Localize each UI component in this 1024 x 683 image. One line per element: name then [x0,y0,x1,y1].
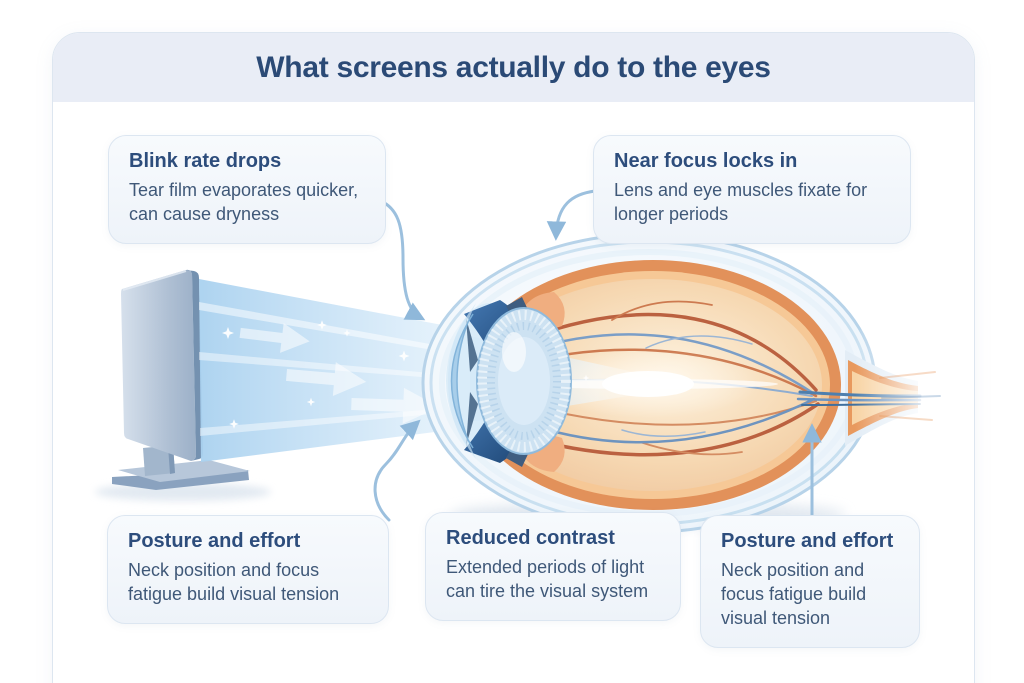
lens [476,307,572,455]
arrow-bottom-left-to-beam [373,419,421,522]
light-beam-icon [199,279,474,462]
callout-heading: Near focus locks in [614,150,798,172]
callout-reduced-contrast: Reduced contrast Extended periods of lig… [425,512,681,621]
eye-cross-section-icon [421,232,877,534]
callout-body: Lens and eye muscles fixate for longer p… [614,180,868,224]
callout-body: Tear film evaporates quicker, can cause … [129,180,359,224]
computer-monitor-icon [112,269,250,490]
cornea [446,303,476,459]
callout-body: Neck position and focus fatigue build vi… [721,560,867,628]
callout-heading: Posture and effort [721,530,894,552]
page-title: What screens actually do to the eyes [256,50,771,84]
arrow-top-right-to-eye [546,189,597,241]
connector-arrows [373,189,822,522]
callout-posture-left: Posture and effort Neck position and foc… [107,515,389,624]
callout-posture-right: Posture and effort Neck position and foc… [700,515,920,648]
optic-nerve-icon [796,330,950,465]
arrow-top-left-to-cornea [376,198,426,321]
callout-blink-rate: Blink rate drops Tear film evaporates qu… [108,135,386,244]
title-banner: What screens actually do to the eyes [53,33,974,102]
callout-heading: Blink rate drops [129,150,282,172]
callout-near-focus: Near focus locks in Lens and eye muscles… [593,135,911,244]
callout-heading: Reduced contrast [446,527,615,549]
callout-body: Extended periods of light can tire the v… [446,557,649,601]
callout-heading: Posture and effort [128,530,301,552]
callout-body: Neck position and focus fatigue build vi… [128,560,340,604]
